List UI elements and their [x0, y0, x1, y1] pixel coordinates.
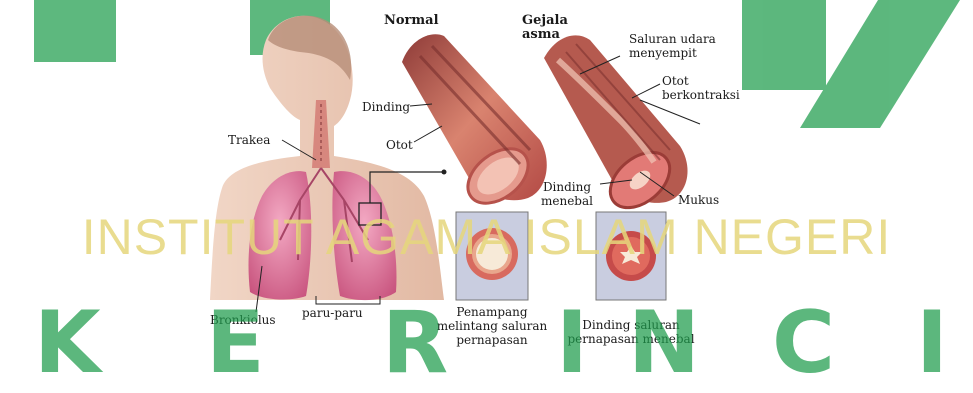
watermark-letter-r: R	[382, 300, 448, 386]
asthma-diagram: Normal Gejala asma Saluran udara menyemp…	[0, 0, 973, 383]
label-asthma-line1: Gejala	[522, 14, 568, 28]
label-wall: Dinding	[362, 100, 410, 114]
label-lungs: paru-paru	[302, 306, 363, 320]
caption-cross-section-line3: pernapasan	[436, 333, 548, 347]
label-thickened-line2: menebal	[534, 194, 600, 208]
label-muscle: Otot	[386, 138, 413, 152]
label-trachea: Trakea	[228, 133, 270, 147]
watermark-letter-c: C	[772, 300, 835, 386]
label-contracting-line1: Otot	[662, 74, 689, 88]
watermark-letter-e: E	[206, 300, 265, 386]
watermark-institute-text: INSTITUT AGAMA ISLAM NEGERI	[0, 212, 973, 262]
caption-cross-section-line1: Penampang	[436, 305, 548, 319]
label-mucus: Mukus	[678, 193, 719, 207]
label-asthma-line2: asma	[522, 28, 560, 42]
label-narrowed-line2: menyempit	[629, 46, 697, 60]
watermark-letter-n: N	[628, 300, 700, 386]
watermark-letter-i: I	[556, 300, 588, 386]
watermark-letter-k: K	[34, 300, 101, 386]
normal-airway	[402, 34, 547, 214]
label-contracting-line2: berkontraksi	[662, 88, 740, 102]
label-thickened-line1: Dinding	[534, 180, 600, 194]
label-narrowed-line1: Saluran udara	[629, 32, 716, 46]
caption-cross-section-line2: melintang saluran	[436, 319, 548, 333]
watermark-letter-i2: I	[916, 300, 948, 386]
label-normal: Normal	[384, 14, 439, 28]
